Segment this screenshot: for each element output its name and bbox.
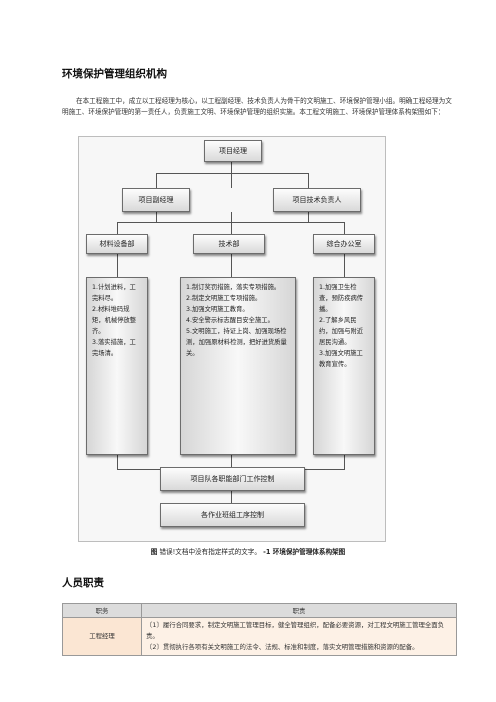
duty-item: 1.制订奖罚措施，落实专项措施。 — [186, 284, 281, 291]
caption-title: -1 环境保护管理体系构架图 — [263, 548, 346, 556]
col-header-duty: 职责 — [141, 603, 457, 618]
node-tech-lead: 项目技术负责人 — [273, 188, 361, 212]
connector-line — [117, 455, 118, 469]
table-header-row: 职务 职责 — [62, 603, 457, 618]
duty-item: 3.加强文明施工教育。 — [186, 306, 249, 313]
duty-table: 职务 职责 工程经理 〔1〕履行合同要求，制定文明施工管理目标，健全管理组织，配… — [62, 603, 457, 656]
connector-line — [117, 254, 118, 277]
duty-item: 1.计划进料，工完料尽。 — [92, 284, 136, 302]
connector-line — [156, 212, 157, 222]
office-duties-box: 1.加强卫生检查，预防疾病传播。 2.了解乡风民约，加强与附近居民沟通。 3.加… — [313, 277, 375, 455]
connector-line — [231, 455, 232, 467]
caption-prefix: 图 — [150, 548, 158, 556]
node-dept-tech: 技术部 — [193, 234, 265, 254]
connector-line — [344, 455, 345, 469]
connector-line — [344, 222, 345, 234]
org-chart: 项目经理 项目副经理 项目技术负责人 材料设备部 技术部 综合办公室 1.计划进… — [78, 136, 386, 542]
duty-line: 〔2〕贯彻执行各项有关文明施工的法令、法规、标准和制度，落实文明管理措施和资源的… — [146, 643, 419, 651]
node-dept-office: 综合办公室 — [313, 234, 375, 254]
connector-line — [231, 491, 232, 503]
duty-item: 2.了解乡风民约，加强与附近居民沟通。 — [319, 317, 364, 346]
caption-error-text: 错误!文档中没有指定样式的文字。 — [159, 548, 261, 556]
intro-paragraph: 在本工程施工中，成立以工程经理为核心，以工程副经理、技术负责人为骨干的文明施工、… — [62, 97, 452, 116]
role-cell: 工程经理 — [62, 617, 142, 656]
duty-item: 3.落实措施，工完场清。 — [92, 339, 136, 357]
col-header-role: 职务 — [62, 603, 142, 618]
connector-line — [231, 212, 232, 234]
table-row: 工程经理 〔1〕履行合同要求，制定文明施工管理目标，健全管理组织，配备必要资源，… — [62, 617, 457, 656]
connector-line — [305, 469, 345, 470]
connector-line — [117, 222, 344, 223]
node-team-control: 项目队各职能部门工作控制 — [160, 467, 305, 491]
node-deputy-manager: 项目副经理 — [122, 188, 190, 212]
duty-item: 1.加强卫生检查，预防疾病传播。 — [319, 284, 364, 313]
duty-line: 〔1〕履行合同要求，制定文明施工管理目标，健全管理组织，配备必要资源，对工程文明… — [146, 621, 445, 640]
tech-duties-box: 1.制订奖罚措施，落实专项措施。 2.制定文明施工专项措施。 3.加强文明施工教… — [180, 277, 296, 455]
duty-cell: 〔1〕履行合同要求，制定文明施工管理目标，健全管理组织，配备必要资源，对工程文明… — [141, 617, 457, 656]
section-heading-staff: 人员职责 — [62, 577, 104, 589]
node-process-control: 各作业班组工序控制 — [160, 503, 305, 527]
section-heading: 环境保护管理组织机构 — [62, 68, 167, 80]
connector-line — [156, 173, 157, 188]
materials-duties-box: 1.计划进料，工完料尽。 2.材料堆码规矩，机械停放整齐。 3.落实措施，工完场… — [86, 277, 148, 455]
connector-line — [117, 222, 118, 234]
connector-line — [344, 254, 345, 277]
connector-line — [156, 173, 308, 174]
figure-caption: 图 错误!文档中没有指定样式的文字。 -1 环境保护管理体系构架图 — [0, 546, 496, 556]
duty-item: 2.制定文明施工专项措施。 — [186, 295, 262, 302]
connector-line — [117, 469, 160, 470]
connector-line — [231, 162, 232, 188]
node-project-manager: 项目经理 — [204, 140, 262, 162]
connector-line — [231, 254, 232, 277]
connector-line — [308, 212, 309, 222]
duty-item: 2.材料堆码规矩，机械停放整齐。 — [92, 306, 137, 335]
duty-item: 3.加强文明施工教育宣传。 — [319, 350, 363, 368]
duty-item: 4.安全警示标志醒目安全施工。 — [186, 317, 274, 324]
connector-line — [308, 173, 309, 188]
node-dept-materials: 材料设备部 — [86, 234, 148, 254]
duty-item: 5.文明施工，持证上岗、加强现场检测，加强原材料检测，把好进货质量关。 — [186, 328, 287, 357]
